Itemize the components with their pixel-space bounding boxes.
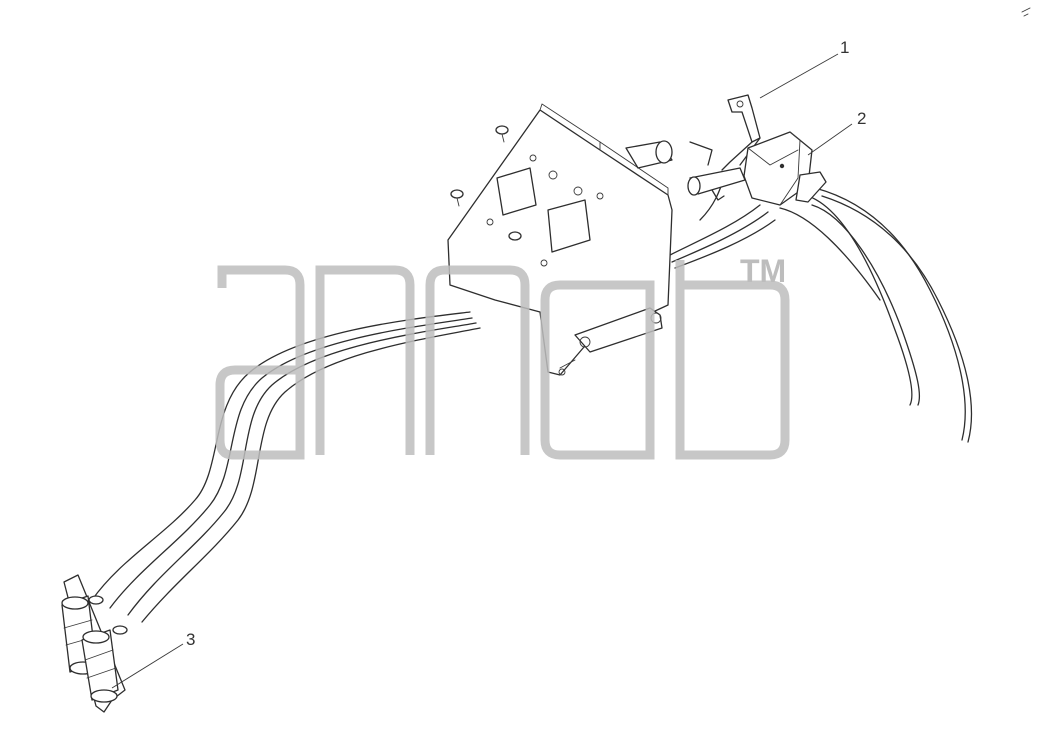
watermark-tm: TM [740, 253, 786, 289]
part-3-connector [61, 574, 128, 713]
callout-3: 3 [111, 630, 195, 689]
callout-1: 1 [759, 38, 849, 99]
valve-cylinder [625, 140, 713, 169]
bolt-icon [508, 231, 522, 241]
lever-hoses [779, 187, 973, 443]
mounting-plate [447, 103, 673, 376]
hose-bundle [91, 311, 481, 623]
bolt-icon [450, 189, 464, 207]
corner-mark [1021, 7, 1031, 17]
plate-bracket [574, 307, 663, 353]
callout-label-3: 3 [186, 630, 195, 649]
bolt-icon [495, 125, 509, 143]
plate-opening-left [496, 167, 537, 216]
callout-2: 2 [807, 109, 866, 156]
callout-label-1: 1 [840, 38, 849, 57]
part-2-valve-block [687, 131, 827, 206]
callout-label-2: 2 [857, 109, 866, 128]
watermark: TM [215, 253, 790, 460]
plate-opening-right [547, 199, 591, 253]
